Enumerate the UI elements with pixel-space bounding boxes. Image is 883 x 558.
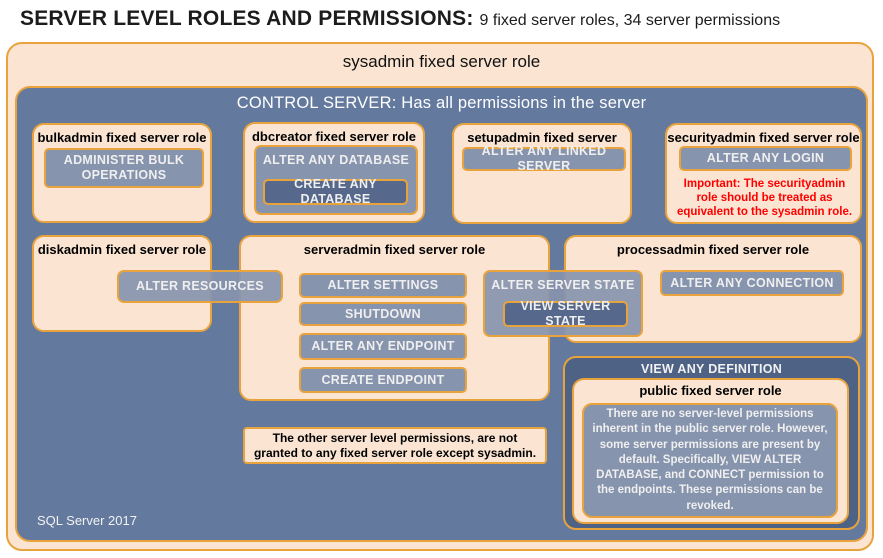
serveradmin-role-title: serveradmin fixed server role — [303, 242, 486, 257]
sql-server-version-label: SQL Server 2017 — [37, 513, 137, 528]
permission-view-any-definition: VIEW ANY DEFINITION — [640, 362, 783, 376]
permission-shutdown: SHUTDOWN — [299, 302, 467, 326]
serveradmin-role-box: serveradmin fixed server role ALTER SETT… — [239, 235, 550, 401]
permission-alter-any-endpoint: ALTER ANY ENDPOINT — [299, 333, 467, 360]
view-any-definition-panel: VIEW ANY DEFINITION public fixed server … — [563, 356, 860, 530]
page-title-main: SERVER LEVEL ROLES AND PERMISSIONS: — [20, 7, 474, 30]
permission-create-endpoint: CREATE ENDPOINT — [299, 367, 467, 393]
permission-alter-any-connection: ALTER ANY CONNECTION — [660, 270, 844, 296]
setupadmin-role-box: setupadmin fixed server role ALTER ANY L… — [452, 123, 632, 224]
public-role-box: public fixed server role There are no se… — [572, 378, 849, 524]
securityadmin-warning-note: Important: The securityadmin role should… — [676, 178, 853, 219]
permission-create-any-database: CREATE ANY DATABASE — [263, 177, 408, 206]
dbcreator-role-title: dbcreator fixed server role — [251, 129, 417, 144]
permission-alter-any-login: ALTER ANY LOGIN — [679, 146, 852, 171]
permission-alter-any-database-group: ALTER ANY DATABASE CREATE ANY DATABASE — [254, 145, 418, 215]
public-role-description: There are no server-level permissions in… — [582, 403, 838, 518]
page-title-subtitle: 9 fixed server roles, 34 server permissi… — [479, 12, 781, 29]
page-title: SERVER LEVEL ROLES AND PERMISSIONS: 9 fix… — [20, 7, 860, 31]
permission-view-server-state: VIEW SERVER STATE — [503, 299, 628, 328]
permission-administer-bulk-operations: ADMINISTER BULK OPERATIONS — [44, 148, 204, 188]
processadmin-role-title: processadmin fixed server role — [616, 242, 810, 257]
securityadmin-role-box: securityadmin fixed server role ALTER AN… — [665, 123, 862, 224]
public-role-title: public fixed server role — [639, 383, 782, 398]
permission-alter-settings: ALTER SETTINGS — [299, 273, 467, 298]
permission-alter-server-state-group: ALTER SERVER STATE VIEW SERVER STATE — [483, 270, 643, 337]
diskadmin-role-title: diskadmin fixed server role — [37, 242, 207, 257]
control-server-title: CONTROL SERVER: Has all permissions in t… — [236, 94, 647, 112]
dbcreator-role-box: dbcreator fixed server role ALTER ANY DA… — [243, 122, 425, 223]
permission-alter-server-state: ALTER SERVER STATE — [491, 278, 635, 292]
sysadmin-role-title: sysadmin fixed server role — [342, 52, 541, 71]
permission-alter-any-database: ALTER ANY DATABASE — [262, 153, 410, 167]
other-permissions-note: The other server level permissions, are … — [243, 427, 547, 464]
bulkadmin-role-box: bulkadmin fixed server role ADMINISTER B… — [32, 123, 212, 223]
permission-alter-resources: ALTER RESOURCES — [117, 270, 283, 303]
securityadmin-role-title: securityadmin fixed server role — [667, 130, 860, 145]
bulkadmin-role-title: bulkadmin fixed server role — [37, 130, 207, 145]
permission-alter-any-linked-server: ALTER ANY LINKED SERVER — [462, 144, 626, 173]
